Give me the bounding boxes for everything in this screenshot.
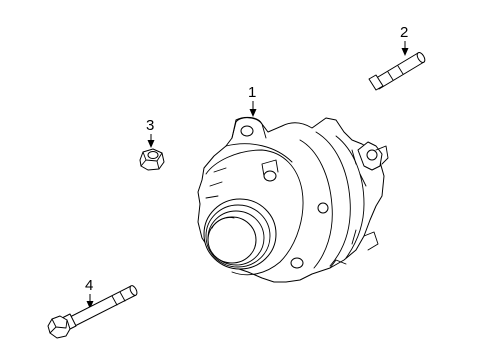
terminal-post [366, 149, 378, 161]
callout-3: 3 [146, 117, 155, 148]
nut-hex-edges [140, 151, 163, 170]
callout-1: 1 [248, 84, 257, 117]
terminal-cap [375, 145, 389, 165]
alternator-mount-ear [231, 117, 267, 139]
bolt-boss-top [263, 170, 277, 182]
mounting-bolt-threads [111, 291, 126, 306]
rear-lower-lug [363, 231, 379, 251]
nut-bore [147, 151, 159, 159]
callout-1-label: 1 [248, 84, 256, 101]
bolt-boss-top-lug [261, 159, 279, 177]
stud-bolt-threads [387, 65, 404, 81]
callout-2-label: 2 [400, 24, 408, 41]
mount-ear-hole [240, 125, 254, 137]
pulley-face [207, 216, 257, 264]
callout-2-arrow [401, 48, 409, 56]
callout-1-arrow [249, 109, 257, 117]
stud-bolt-part [368, 52, 426, 91]
rear-bottom-lug [329, 259, 347, 269]
bolt-boss-right [317, 202, 329, 214]
callout-4-label: 4 [85, 277, 93, 294]
rear-housing-rib-1 [299, 139, 333, 269]
callout-3-arrow [147, 140, 155, 148]
callout-2: 2 [400, 24, 409, 56]
callout-4-arrow [86, 301, 94, 309]
pulley-face-highlight [211, 217, 235, 229]
rear-vent-slots [351, 149, 367, 245]
stud-bolt-collar [368, 74, 384, 91]
alternator-part [197, 116, 389, 283]
rear-housing-rib-2 [315, 131, 351, 267]
cover-vent-slots [205, 167, 227, 199]
callout-3-label: 3 [146, 117, 154, 134]
bolt-boss-bottom [290, 257, 304, 269]
stud-bolt-end-top [416, 52, 426, 63]
nut-part [139, 148, 165, 171]
pulley-groove-1 [205, 204, 271, 268]
front-cover-rim [225, 143, 293, 163]
mounting-bolt-part [47, 285, 138, 339]
mounting-bolt-tip [129, 285, 138, 296]
callout-4: 4 [85, 277, 94, 309]
rear-housing-rib-3 [335, 135, 365, 259]
front-cover-outline [205, 149, 304, 276]
mounting-bolt-hex-edges [49, 318, 68, 334]
